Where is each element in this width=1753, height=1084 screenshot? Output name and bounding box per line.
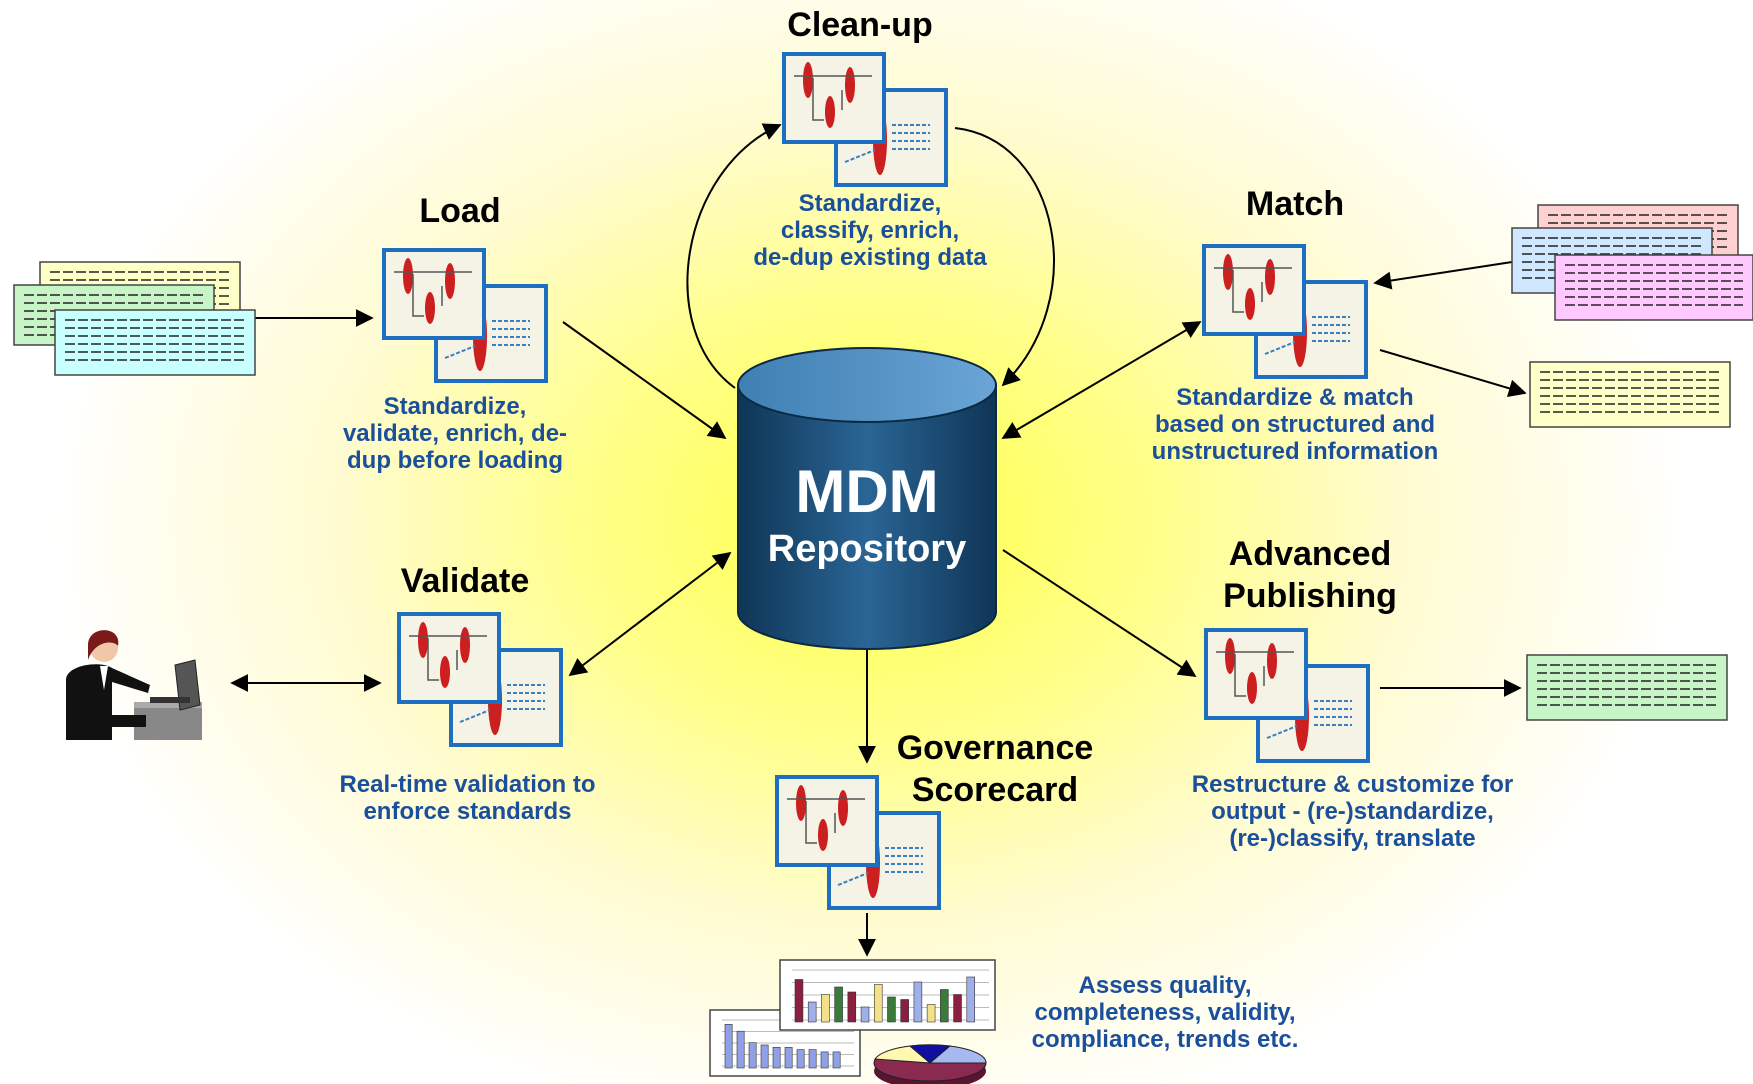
- match-repo-arrow: [1001, 321, 1202, 439]
- validate-repo-arrow: [568, 551, 732, 677]
- repo-to-publishing-arrow: [1002, 549, 1197, 677]
- publishing-title: Advanced Publishing: [1190, 533, 1430, 617]
- cleanup-title: Clean-up: [787, 6, 933, 44]
- cleanup-desc-line: de-dup existing data: [753, 244, 987, 271]
- publishing-output-document-icon: [1526, 654, 1728, 721]
- input-document-stack-icon: [13, 261, 256, 376]
- publishing-process-flow-icon: [1204, 628, 1370, 763]
- database-cylinder-icon: [737, 347, 997, 650]
- publishing-title-line1: Advanced: [1228, 535, 1392, 573]
- repository-subtitle: Repository: [767, 528, 967, 570]
- load-process-flow-icon: [382, 248, 548, 383]
- cleanup-process-flow-icon: [782, 52, 948, 187]
- load-desc-line: validate, enrich, de-: [342, 420, 568, 447]
- match-title: Match: [1245, 185, 1345, 223]
- validate-desc-line: Real-time validation to: [339, 771, 596, 798]
- cleanup-loop-left-arrow: [686, 123, 782, 389]
- governance-title-line2: Scorecard: [911, 771, 1079, 809]
- user-at-computer-icon: [66, 630, 202, 740]
- cleanup-desc-line: Standardize,: [798, 190, 942, 217]
- validate-title: Validate: [400, 562, 530, 600]
- sources-to-match-arrow: [1373, 261, 1513, 290]
- validate-process-flow-icon: [397, 612, 563, 747]
- match-process-flow-icon: [1202, 244, 1368, 379]
- publishing-desc-line: output - (re-)standardize,: [1211, 798, 1494, 825]
- load-desc-line: Standardize,: [383, 393, 527, 420]
- publishing-description: Restructure & customize for output - (re…: [1155, 771, 1550, 852]
- cleanup-description: Standardize, classify, enrich, de-dup ex…: [720, 190, 1020, 271]
- repository-label: MDM Repository: [738, 458, 996, 572]
- governance-desc-line: completeness, validity,: [1034, 999, 1296, 1026]
- governance-title-line1: Governance: [896, 729, 1094, 767]
- publishing-desc-line: Restructure & customize for: [1191, 771, 1514, 798]
- match-to-output-arrow: [1379, 349, 1527, 398]
- match-description: Standardize & match based on structured …: [1120, 384, 1470, 465]
- match-desc-line: based on structured and: [1154, 411, 1436, 438]
- load-title: Load: [419, 192, 501, 230]
- report-charts-icon: [709, 959, 996, 1084]
- repository-title: MDM: [795, 458, 939, 525]
- publishing-desc-line: (re-)classify, translate: [1229, 825, 1476, 852]
- governance-title: Governance Scorecard: [875, 727, 1115, 811]
- governance-desc-line: Assess quality,: [1078, 972, 1252, 999]
- match-output-document-icon: [1529, 361, 1731, 428]
- load-to-repo-arrow: [562, 321, 727, 440]
- cleanup-desc-line: classify, enrich,: [780, 217, 960, 244]
- validate-description: Real-time validation to enforce standard…: [310, 771, 625, 825]
- publishing-title-line2: Publishing: [1223, 577, 1397, 615]
- match-desc-line: unstructured information: [1151, 438, 1439, 465]
- validate-desc-line: enforce standards: [363, 798, 572, 825]
- match-source-document-stack-icon: [1511, 204, 1753, 321]
- match-desc-line: Standardize & match: [1176, 384, 1414, 411]
- governance-process-flow-icon: [775, 775, 941, 910]
- load-desc-line: dup before loading: [347, 447, 563, 474]
- governance-desc-line: compliance, trends etc.: [1031, 1026, 1299, 1053]
- load-description: Standardize, validate, enrich, de- dup b…: [310, 393, 600, 474]
- governance-description: Assess quality, completeness, validity, …: [1005, 972, 1325, 1053]
